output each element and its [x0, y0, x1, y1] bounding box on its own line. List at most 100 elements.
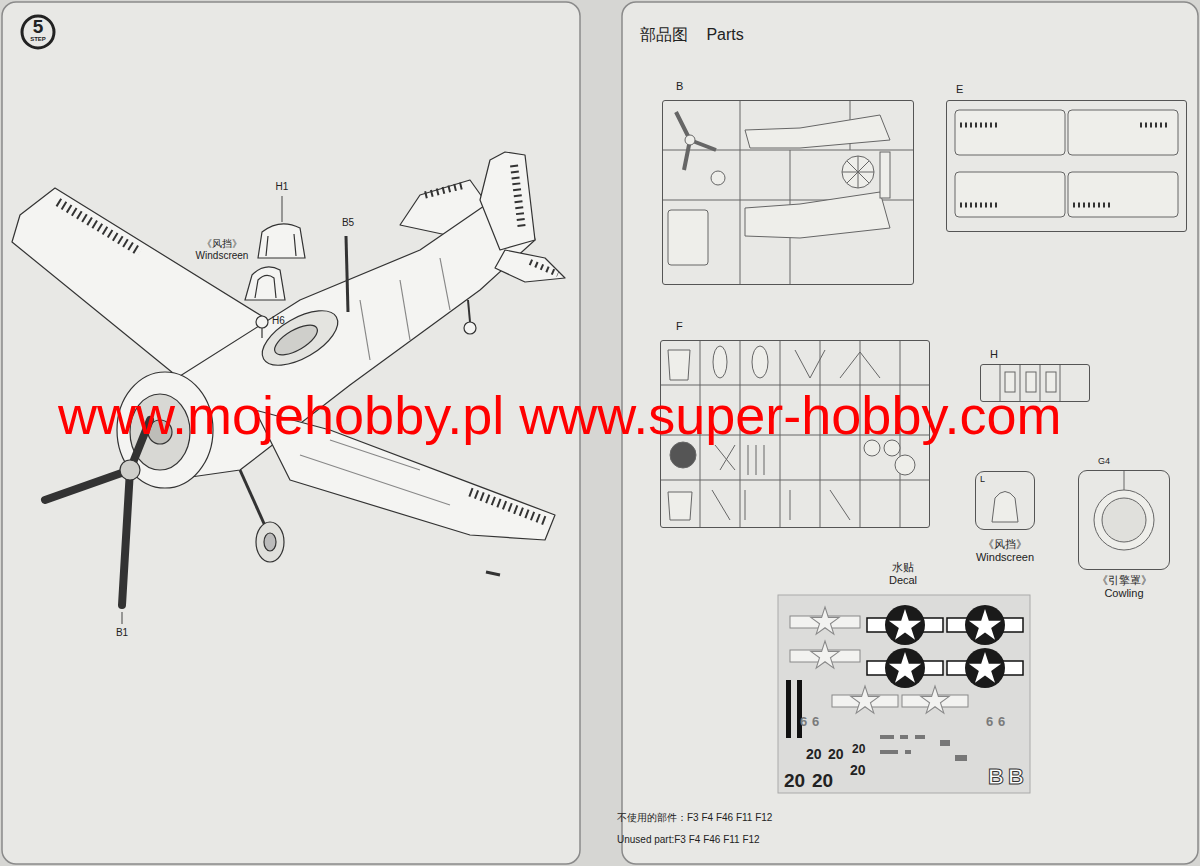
aircraft-drawing [12, 152, 565, 605]
sprue-parts [955, 172, 1065, 217]
sprue-parts [668, 210, 708, 265]
decal-letter: B [1008, 764, 1024, 790]
exploded-part [256, 316, 268, 328]
aircraft-drawing [122, 470, 130, 605]
exploded-part [261, 328, 262, 338]
decal-sheet [900, 735, 908, 739]
unused-parts-note: 不使用的部件：F3 F4 F46 F11 F12 [617, 812, 772, 824]
aircraft-drawing [470, 492, 548, 522]
decal-sheet [889, 609, 1001, 683]
sprue-letter: F [676, 320, 683, 333]
decal-sheet [778, 595, 1030, 793]
sprue-parts [795, 350, 825, 378]
watermark: www.mojehobby.pl www.super-hobby.com [58, 383, 1061, 448]
aircraft-drawing [530, 262, 558, 274]
section-title: 部品图 Parts [640, 25, 744, 44]
decal-sheet [797, 680, 802, 738]
sprue-parts [1094, 490, 1154, 550]
aircraft-drawing [468, 300, 470, 322]
decal-sheet [790, 616, 968, 707]
callout-number: B1 [108, 627, 136, 639]
sprue-parts [752, 346, 768, 378]
decal-number: 20 [850, 762, 866, 779]
sprue-parts [712, 490, 850, 520]
aircraft-drawing [120, 460, 140, 480]
decal-sheet [921, 686, 950, 713]
sprue-frame: B [662, 100, 914, 285]
aircraft-drawing [464, 322, 476, 334]
decal-sheet [851, 686, 880, 713]
exploded-part [346, 236, 348, 312]
sprue-letter: G4 [1098, 456, 1110, 467]
sprue-parts [745, 115, 890, 148]
decal-sheet [786, 680, 802, 738]
decal-sheet [811, 607, 950, 713]
callout-number: B5 [334, 217, 362, 229]
sprue-parts [880, 152, 890, 198]
sprue-parts [668, 350, 690, 380]
decal-sheet [811, 607, 840, 634]
exploded-part [255, 275, 276, 298]
sprue-parts [955, 110, 1065, 155]
decal-sheet [969, 652, 1001, 683]
sprue-parts [842, 156, 874, 188]
aircraft-drawing [240, 470, 266, 528]
sprue-parts [711, 171, 725, 185]
part-caption: 《风挡》 Windscreen [187, 238, 257, 262]
sprue-parts [1068, 110, 1178, 155]
aircraft-drawing [425, 185, 465, 195]
decal-sheet [905, 750, 911, 754]
sprue-parts [685, 135, 695, 145]
sprue-frame: 水贴 Decal [778, 595, 1030, 793]
sprue-outline [946, 100, 1187, 232]
decal-number: 6 [812, 714, 819, 730]
sprue-parts [842, 156, 874, 188]
sprue-frame: E [946, 100, 1187, 232]
step-word: STEP [26, 36, 50, 43]
sprue-parts [960, 125, 1170, 205]
leader-line [282, 196, 283, 222]
sprue-outline [1078, 470, 1170, 570]
sprue-parts [668, 492, 692, 520]
decal-sheet [880, 750, 898, 754]
unused-parts-note: Unused part:F3 F4 F46 F11 F12 [617, 834, 760, 846]
sprue-parts [713, 346, 727, 378]
aircraft-drawing [360, 258, 450, 360]
exploded-part [245, 224, 348, 338]
decal-number: 20 [852, 742, 865, 756]
leader-line [122, 612, 123, 624]
aircraft-drawing [45, 470, 130, 500]
decal-sheet [955, 755, 967, 761]
decal-sheet [889, 609, 921, 640]
sprue-parts [1102, 498, 1146, 542]
decal-sheet [915, 735, 925, 739]
sprue-parts [745, 192, 890, 238]
sprue-parts [992, 492, 1018, 523]
aircraft-drawing [256, 522, 284, 562]
sprue-parts [840, 352, 880, 378]
aircraft-drawing [514, 165, 522, 230]
exploded-part [258, 224, 305, 258]
aircraft-drawing [480, 152, 535, 250]
sprue-parts [670, 442, 696, 468]
decal-sheet [885, 605, 1005, 688]
decal-number: 6 [800, 714, 807, 730]
decal-sheet [965, 605, 1005, 645]
sprue-parts [748, 445, 764, 475]
decal-sheet [940, 740, 950, 746]
sprue-parts [660, 100, 1178, 550]
sprue-frame: L《风挡》 Windscreen [975, 471, 1035, 530]
decal-sheet [786, 680, 791, 738]
decal-number: 20 [812, 770, 833, 793]
sprue-outline [662, 100, 914, 285]
sprue-parts [1124, 470, 1125, 490]
exploded-part [245, 267, 285, 300]
decal-number: 20 [806, 746, 822, 763]
aircraft-drawing [300, 440, 450, 505]
sprue-letter: 水贴 Decal [882, 561, 924, 587]
decal-number: 20 [784, 770, 805, 793]
decal-sheet [880, 735, 894, 739]
decal-sheet [885, 605, 925, 645]
sprue-frame: G4《引擎罩》 Cowling [1078, 470, 1170, 570]
